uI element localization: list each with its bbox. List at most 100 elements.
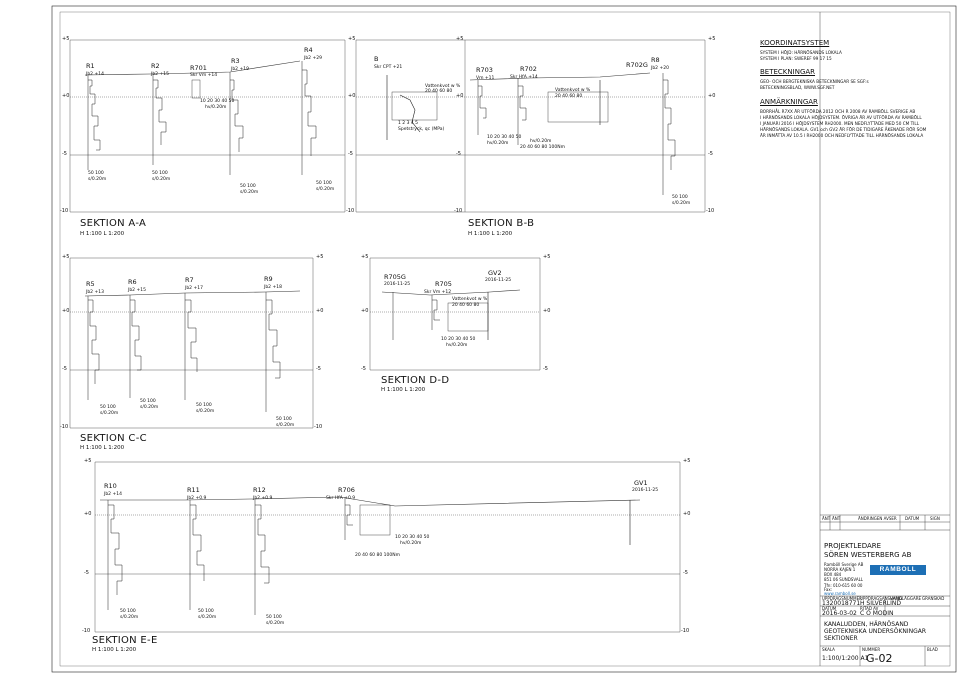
borehole-label: GV1: [634, 479, 648, 487]
axis-ticks: 10 20 30 40 50: [395, 535, 430, 540]
elevation-label: -5: [62, 151, 67, 157]
elevation-label: -10: [314, 424, 323, 430]
address-line: NORRA KAJEN 1: [824, 567, 856, 572]
fax: Fax:: [824, 587, 833, 592]
borehole-level: Jb2 +18: [264, 285, 282, 290]
elevation-label: +0: [84, 511, 92, 517]
elevation-label: +0: [316, 308, 324, 314]
role-label: PROJEKTLEDARE: [824, 542, 882, 550]
elevation-label: -10: [706, 208, 715, 214]
company-name: SÖREN WESTERBERG AB: [824, 551, 912, 559]
elevation-label: -5: [543, 366, 548, 372]
section-scale: H 1:100 L 1:200: [468, 231, 513, 237]
section-title: SEKTION E-E: [92, 635, 158, 646]
address-line: Ramböll Sverige AB: [824, 562, 864, 567]
axis-ticks: 50 100: [88, 171, 104, 176]
section-scale: H 1:100 L 1:200: [80, 445, 125, 451]
borehole-level: Jb2 +13: [86, 290, 104, 295]
axis-ticks: 50 100: [276, 417, 292, 422]
title-block: [820, 514, 950, 666]
axis-label: s/0.20m: [198, 615, 217, 620]
axis-label: s/0.20m: [240, 190, 259, 195]
axis-label: s/0.20m: [88, 177, 107, 182]
borehole-level: Vm +11: [476, 76, 495, 81]
axis-label: s/0.20m: [120, 615, 139, 620]
note-text: I JANUARI 2016 I HÖJDSYSTEM RH2000. MEN …: [760, 121, 920, 126]
elevation-label: +5: [62, 254, 70, 260]
field-label: UPPDRAGSNUMMER: [822, 596, 862, 601]
section-a-a: [69, 39, 346, 213]
field-label: BLAD: [927, 647, 938, 652]
borehole-level: Jb2 +14: [104, 492, 122, 497]
borehole-level: Jb2 +17: [185, 286, 203, 291]
axis-label: Vattenkvot w %: [425, 84, 461, 89]
axis-label: Vattenkvot w %: [452, 297, 488, 302]
note-text: ÄR INMÄTTA AV 10.5 I RH2000 OCH NEDFLYTT…: [760, 133, 924, 138]
borehole-level: Skr HfA +14: [510, 75, 538, 80]
project-title: SEKTIONER: [824, 635, 858, 642]
axis-ticks: 50 100: [240, 184, 256, 189]
axis-label: s/0.20m: [140, 405, 159, 410]
field-label: GRANSKAD: [922, 596, 945, 601]
project-title: KANALUDDEN, HÄRNÖSAND: [824, 621, 909, 628]
borehole-label: R12: [253, 486, 266, 494]
borehole-label: R705: [435, 280, 452, 288]
project-number: 1320018771: [822, 600, 861, 607]
axis-label: s/0.20m: [266, 621, 285, 626]
axis-label: s/0.20m: [100, 411, 119, 416]
elevation-label: -10: [60, 424, 69, 430]
note-heading: ANMÄRKNINGAR: [760, 98, 818, 106]
elevation-label: +0: [62, 308, 70, 314]
axis-label: s/0.20m: [196, 409, 215, 414]
axis-ticks: 50 100: [100, 405, 116, 410]
borehole-level: Jb2 +0.9: [187, 496, 207, 501]
section-title: SEKTION D-D: [381, 375, 450, 386]
note-heading: KOORDINATSYSTEM: [760, 39, 830, 47]
project-title: GEOTEKNISKA UNDERSÖKNINGAR: [824, 628, 927, 635]
borehole-label: R7: [185, 276, 194, 284]
note-text: SYSTEM I HÖJD: HÄRNÖSANDS LOKALA: [760, 50, 842, 55]
section-scale: H 1:100 L 1:200: [381, 387, 426, 393]
axis-ticks: 20 40 60 80 100Nm: [520, 145, 565, 150]
axis-label: hv/0.20m: [205, 105, 227, 110]
axis-ticks: 50 100: [672, 195, 688, 200]
field-label: SKALA: [822, 647, 835, 652]
axis-ticks: 50 100: [266, 615, 282, 620]
elevation-label: -5: [683, 570, 688, 576]
elevation-label: -10: [60, 208, 69, 214]
borehole-label: R8: [651, 56, 660, 64]
field-label: HANDLÄGGARE: [890, 596, 922, 601]
borehole-level: Jb2 +15: [128, 288, 146, 293]
note-text: HÄRNÖSANDS LOKALA. GV1 och GV2 ÄR FÖR DE…: [760, 127, 927, 132]
drawing-date: 2016-03-02: [822, 610, 857, 617]
note-text: I HÄRNÖSANDS LOKALA HÖJDSYSTEM. ÖVRIGA Ä…: [760, 115, 922, 120]
axis-ticks: 10 20 30 40 50: [200, 99, 235, 104]
axis-label: Spetstryck, qc (MPa): [398, 127, 445, 132]
field-label: DATUM: [822, 606, 837, 611]
elevation-label: +5: [683, 458, 691, 464]
axis-label: s/0.20m: [672, 201, 691, 206]
axis-ticks: 50 100: [316, 181, 332, 186]
elevation-label: +5: [456, 36, 464, 42]
scale-value: 1:100/1:200 A1: [822, 655, 869, 662]
borehole-label: R9: [264, 275, 273, 283]
ramboll-logo: RAMBOLL: [870, 565, 926, 575]
website-link[interactable]: www.ramboll.se: [824, 591, 856, 596]
address-line: BOX 484: [824, 572, 842, 577]
borehole-label: R705G: [384, 273, 406, 281]
borehole-label: B: [374, 55, 379, 63]
section-scale: H 1:100 L 1:200: [92, 647, 137, 653]
axis-ticks: 50 100: [196, 403, 212, 408]
elevation-label: -5: [84, 570, 89, 576]
axis-label: s/0.20m: [316, 187, 335, 192]
borehole-label: R706: [338, 486, 355, 494]
address-line: 851 06 SUNDSVALL: [824, 577, 864, 582]
elevation-label: +5: [543, 254, 551, 260]
elevation-label: -5: [348, 151, 353, 157]
borehole-level: Jb2 +19: [231, 67, 249, 72]
elevation-label: -5: [316, 366, 321, 372]
axis-label: hv/0.20m: [487, 141, 509, 146]
axis-ticks: 50 100: [120, 609, 136, 614]
borehole-label: R2: [151, 62, 160, 70]
axis-ticks: 50 100: [152, 171, 168, 176]
